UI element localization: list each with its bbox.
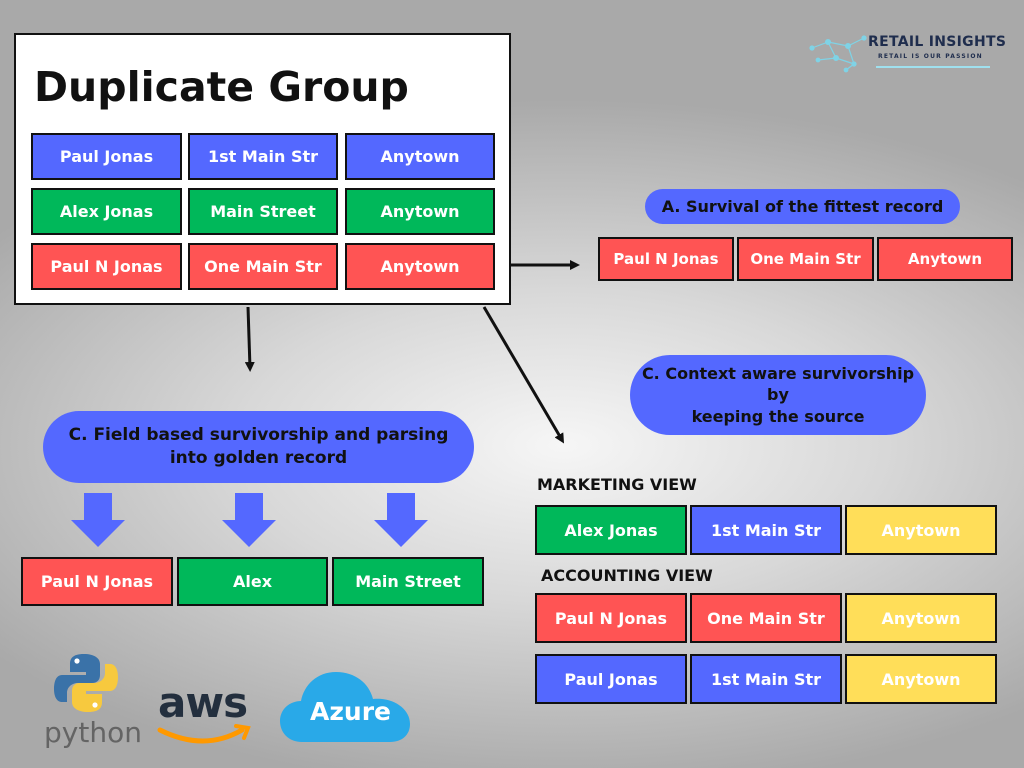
dup-row3-name: Paul N Jonas — [31, 243, 182, 290]
dup-row3-street: One Main Str — [188, 243, 338, 290]
down-arrow-icon — [71, 493, 125, 547]
golden-record-first-name: Alex — [177, 557, 328, 606]
down-arrow-icon — [222, 493, 276, 547]
accounting-view-label: ACCOUNTING VIEW — [541, 566, 713, 585]
brand-tagline: RETAIL IS OUR PASSION — [878, 53, 983, 60]
down-arrow-icon — [374, 493, 428, 547]
option-c-context-label: C. Context aware survivorship by keeping… — [630, 355, 926, 435]
accounting-row1-street: One Main Str — [690, 593, 842, 643]
accounting-row2-street: 1st Main Str — [690, 654, 842, 704]
python-logo: python — [44, 652, 142, 752]
arrow-to-option-c-context — [482, 306, 565, 444]
azure-logo: Azure — [280, 668, 412, 746]
dup-row2-name: Alex Jonas — [31, 188, 182, 235]
aws-logo: aws — [156, 678, 256, 753]
duplicate-group-title: Duplicate Group — [34, 63, 409, 111]
aws-wordmark: aws — [158, 678, 248, 727]
option-a-city: Anytown — [877, 237, 1013, 281]
marketing-street: 1st Main Str — [690, 505, 842, 555]
accounting-row1-name: Paul N Jonas — [535, 593, 687, 643]
dup-row2-city: Anytown — [345, 188, 495, 235]
azure-wordmark: Azure — [310, 697, 391, 726]
azure-cloud-icon — [280, 672, 410, 742]
arrow-to-option-c-field — [244, 306, 255, 372]
brand-name: RETAIL INSIGHTS — [868, 34, 1007, 50]
option-a-street: One Main Str — [737, 237, 874, 281]
golden-record-name: Paul N Jonas — [21, 557, 173, 606]
python-icon — [54, 654, 118, 712]
dup-row2-street: Main Street — [188, 188, 338, 235]
python-wordmark: python — [44, 716, 142, 749]
dup-row1-city: Anytown — [345, 133, 495, 180]
option-a-label: A. Survival of the fittest record — [645, 189, 960, 224]
accounting-row1-city: Anytown — [845, 593, 997, 643]
network-map-icon — [809, 35, 867, 73]
marketing-city: Anytown — [845, 505, 997, 555]
dup-row1-street: 1st Main Str — [188, 133, 338, 180]
dup-row1-name: Paul Jonas — [31, 133, 182, 180]
option-a-name: Paul N Jonas — [598, 237, 734, 281]
dup-row3-city: Anytown — [345, 243, 495, 290]
golden-record-street: Main Street — [332, 557, 484, 606]
retail-insights-logo: RETAIL INSIGHTS RETAIL IS OUR PASSION — [808, 34, 1013, 74]
marketing-name: Alex Jonas — [535, 505, 687, 555]
option-c-field-label: C. Field based survivorship and parsing … — [43, 411, 474, 483]
accounting-row2-city: Anytown — [845, 654, 997, 704]
brand-underline — [876, 66, 990, 68]
aws-smile-icon — [157, 724, 251, 744]
marketing-view-label: MARKETING VIEW — [537, 475, 697, 494]
accounting-row2-name: Paul Jonas — [535, 654, 687, 704]
